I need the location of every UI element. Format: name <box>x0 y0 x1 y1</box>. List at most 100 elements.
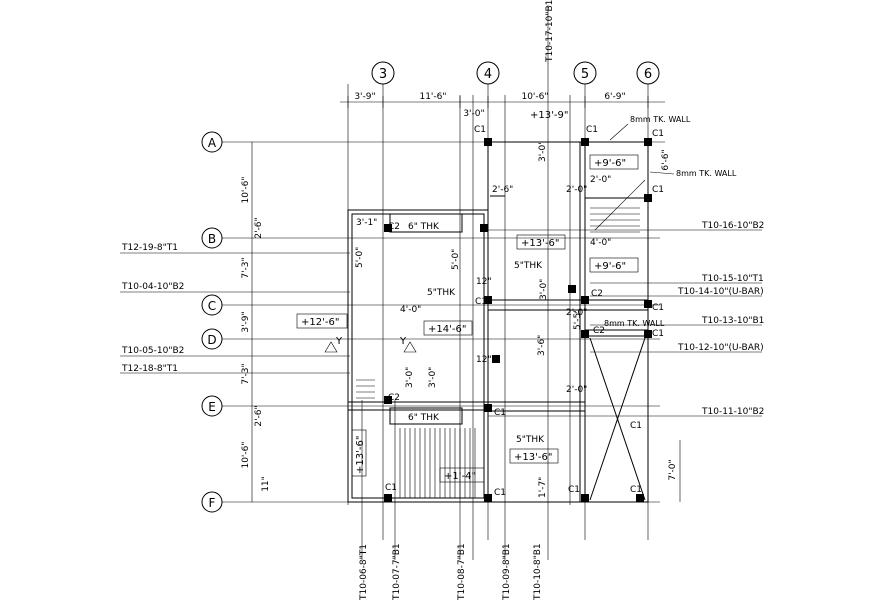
grid-label-C: C <box>208 299 216 313</box>
col-tag: C1 <box>494 488 506 498</box>
col-tag: C2 <box>388 393 400 403</box>
col-tag: C2 <box>591 289 603 299</box>
grid-bubble-B: B <box>201 227 223 249</box>
level-box: +13'-6" <box>516 234 566 250</box>
section-arrow-icon <box>403 341 417 353</box>
col-tag: C1 <box>475 297 487 307</box>
level-tag: +13'-6" <box>355 436 366 474</box>
level-tag: +13'-9" <box>530 110 568 121</box>
dim-label: 4'-0" <box>590 238 611 248</box>
col-tag: C1 <box>385 483 397 493</box>
dim-left-8: 11" <box>261 476 271 492</box>
grid-label-A: A <box>208 136 217 150</box>
dim-top-4: 10'-6" <box>521 92 548 102</box>
slab-note: 5"THK <box>516 435 545 445</box>
dim-label: 1'-7" <box>538 477 548 498</box>
level-tag: +12'-6" <box>301 317 339 328</box>
grid-bubble-C: C <box>201 294 223 316</box>
col-tag: C1 <box>630 485 642 495</box>
grid-bubble-F: F <box>201 491 223 513</box>
col-tag: C1 <box>652 185 664 195</box>
beam-label-bottom-3: T10-08-7"B1 <box>457 543 467 601</box>
misc-dimensions: 12" 12" 3'-1" 5'-0" 4'-0" 2'-6" 2'-0" 4'… <box>355 141 611 498</box>
grid-label-D: D <box>207 333 216 347</box>
slab-note: 5"THK <box>427 288 456 298</box>
dim-label: 3'-0" <box>405 367 415 388</box>
dim-label: 3'-6" <box>537 335 547 356</box>
beam-label-left-2: T10-04-10"B2 <box>121 282 184 292</box>
beam-label-right-2: T10-15-10"T1 <box>701 274 764 284</box>
dim-top-1: 3'-9" <box>354 92 375 102</box>
beam-label-left-3: T10-05-10"B2 <box>121 346 184 356</box>
dim-left-1: 10'-6" <box>241 176 251 203</box>
column-markers <box>384 138 652 502</box>
level-box: +9'-6" <box>589 154 639 170</box>
col-tag: C1 <box>494 408 506 418</box>
level-tag: +9'-6" <box>594 158 626 169</box>
level-markers: +13'-9" +9'-6" +13'-6" +9'-6" +12'-6" +1… <box>296 110 639 483</box>
left-dimension-string: 10'-6" 2'-6" 7'-3" 3'-9" 7'-3" 2'-6" 10'… <box>241 142 271 502</box>
beam-label-left-4: T12-18-8"T1 <box>121 364 178 374</box>
slab-notes: 6" THK 5"THK 5"THK 6" THK 5"THK 8mm TK. … <box>408 115 737 445</box>
dim-label: 12" <box>476 277 492 287</box>
grid-bubble-3: 3 <box>371 61 395 85</box>
dim-label: 3'-0" <box>538 141 548 162</box>
beam-label-right-1: T10-16-10"B2 <box>701 221 764 231</box>
structural-walls <box>347 141 649 503</box>
dim-label: 12" <box>476 355 492 365</box>
dim-label: 2'-0" <box>566 385 587 395</box>
dim-label: 4'-0" <box>400 305 421 315</box>
level-box: +13'-6" <box>509 448 559 464</box>
grid-bubble-E: E <box>201 395 223 417</box>
beam-label-right-3: T10-14-10"(U-BAR) <box>677 287 764 297</box>
col-tag: C2 <box>593 326 605 336</box>
slab-note: 6" THK <box>408 413 440 423</box>
dim-right-1: 6'-6" <box>661 149 671 170</box>
grid-label-3: 3 <box>379 67 387 82</box>
grid-bubble-5: 5 <box>573 61 597 85</box>
dim-top-5: 6'-9" <box>604 92 625 102</box>
dim-label: 3'-0" <box>428 367 438 388</box>
beam-callouts-right: T10-16-10"B2 T10-15-10"T1 T10-14-10"(U-B… <box>488 221 764 417</box>
level-tag: +13'-6" <box>514 452 552 463</box>
grid-label-4: 4 <box>484 67 492 82</box>
beam-label-right-5: T10-12-10"(U-BAR) <box>677 343 764 353</box>
dim-label: 5'-5" <box>573 309 583 330</box>
col-tag: C1 <box>652 129 664 139</box>
grid-label-B: B <box>208 232 216 246</box>
col-tag: C1 <box>652 303 664 313</box>
beam-label-bottom-2: T10-07-7"B1 <box>392 543 402 601</box>
col-tag: C2 <box>388 222 400 232</box>
grid-bubble-A: A <box>201 131 223 153</box>
level-box: +13'-6" <box>351 429 367 477</box>
dim-left-3: 7'-3" <box>241 257 251 278</box>
dim-label: 5'-0" <box>355 247 365 268</box>
dim-left-2: 2'-6" <box>254 217 264 238</box>
section-marks: Y Y <box>324 336 417 353</box>
dim-label: 5'-0" <box>451 249 461 270</box>
grid-label-6: 6 <box>644 67 652 82</box>
dim-top-2: 11'-6" <box>419 92 446 102</box>
grid-bubble-D: D <box>201 328 223 350</box>
grid-bubble-4: 4 <box>476 61 500 85</box>
col-tag: C1 <box>568 485 580 495</box>
level-box: +12'-6" <box>296 313 348 329</box>
dim-label: 2'-0" <box>590 175 611 185</box>
dim-left-7: 10'-6" <box>241 441 251 468</box>
grid-label-5: 5 <box>581 67 589 82</box>
column-tags: C1 C1 C1 C1 C2 C1 C2 C1 C2 C1 C2 C1 C1 C… <box>385 125 664 498</box>
slab-note: 5"THK <box>514 261 543 271</box>
beam-label-bottom-5: T10-10-8"B1 <box>533 543 543 601</box>
dim-left-4: 3'-9" <box>241 311 251 332</box>
top-dimension-string: 3'-9" 11'-6" 3'-0" 10'-6" 6'-9" <box>340 92 665 119</box>
dim-left-5: 7'-3" <box>241 363 251 384</box>
level-box: +14'-6" <box>423 320 473 336</box>
wall-note: 8mm TK. WALL <box>676 169 737 178</box>
level-tag: +1'-4" <box>444 471 476 482</box>
stair-treads <box>356 179 646 498</box>
grid-bubble-6: 6 <box>636 61 660 85</box>
section-arrow-icon <box>324 341 338 353</box>
section-label: Y <box>399 336 407 347</box>
wall-note: 8mm TK. WALL <box>604 319 665 328</box>
beam-callouts-bottom: T10-06-8"T1 T10-07-7"B1 T10-08-7"B1 T10-… <box>359 0 555 601</box>
